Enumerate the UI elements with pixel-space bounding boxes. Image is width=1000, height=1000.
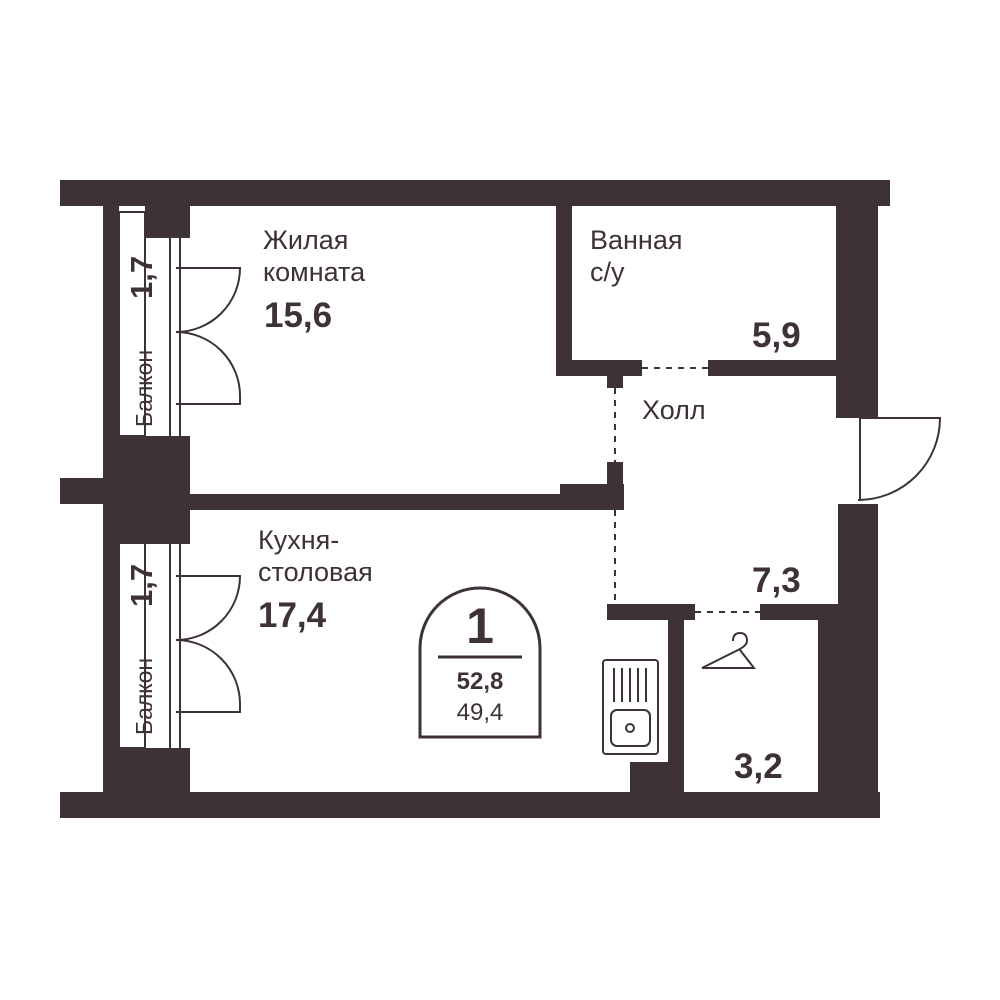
balcony-top: Балкон 1,7	[124, 256, 159, 427]
balcony-frame-bottom	[118, 521, 146, 749]
bath-area: 5,9	[752, 316, 801, 355]
wall-living-kitchen	[188, 494, 563, 510]
door-swing-icon	[175, 331, 241, 405]
bath-label-line1: Ванная	[590, 225, 682, 255]
balcony-frame-top	[118, 211, 146, 437]
kitchen-area: 17,4	[258, 596, 327, 635]
badge-rooms: 1	[466, 598, 494, 654]
hanger-icon	[701, 631, 757, 669]
badge-living-area: 49,4	[457, 699, 504, 726]
wall-bath-bottom-right	[708, 360, 860, 376]
wall-bottom	[60, 792, 880, 818]
balcony-bottom: Балкон 1,7	[124, 564, 159, 735]
hall-label: Холл	[642, 395, 706, 425]
wall-wardrobe-top-right	[760, 604, 822, 620]
wall-top	[60, 180, 890, 206]
balcony-bottom-area: 1,7	[124, 564, 159, 607]
balcony-top-name: Балкон	[131, 350, 157, 427]
balcony-frames	[118, 211, 181, 749]
wall-bath-left	[556, 196, 572, 374]
wall-right-middle	[838, 504, 878, 606]
walls	[60, 180, 890, 818]
wardrobe-area: 3,2	[734, 747, 783, 786]
room-hall: Холл 7,3	[642, 395, 801, 600]
kitchen-label-line1: Кухня-	[258, 525, 339, 555]
badge-total-area: 52,8	[457, 668, 504, 695]
door-swing-icon	[857, 417, 942, 501]
hall-area: 7,3	[752, 561, 801, 600]
living-label-line1: Жилая	[263, 225, 348, 255]
balcony-top-area: 1,7	[124, 256, 159, 299]
room-wardrobe: 3,2	[734, 747, 783, 786]
room-kitchen: Кухня- столовая 17,4	[258, 525, 373, 635]
sink-icon	[610, 668, 651, 747]
wall-left-outer-top	[103, 196, 119, 474]
openings	[614, 367, 760, 613]
wall-left-pier-bottom	[103, 748, 190, 798]
wall-partition-stub	[607, 462, 623, 510]
wall-left-outer-bottom	[103, 506, 119, 796]
door-swing-icon	[175, 639, 241, 713]
room-bath: Ванная с/у 5,9	[590, 225, 801, 355]
doors	[175, 267, 942, 713]
wall-right-top	[836, 196, 878, 418]
apartment-badge: 1 52,8 49,4	[418, 586, 542, 739]
wall-left-stub	[60, 478, 120, 504]
wall-right-bottom	[818, 604, 878, 804]
kitchen-fixtures	[602, 631, 757, 755]
bath-label-line2: с/у	[590, 257, 625, 287]
stove-icon	[602, 659, 659, 755]
wall-hall-post	[607, 370, 623, 388]
wall-left-pier-top	[145, 196, 190, 238]
door-swing-icon	[175, 267, 242, 333]
wall-kitchen-niche	[630, 762, 684, 802]
wall-bath-bottom-left	[556, 360, 642, 376]
kitchen-label-line2: столовая	[258, 557, 373, 587]
door-swing-icon	[175, 575, 242, 641]
room-living: Жилая комната 15,6	[263, 225, 366, 335]
living-area: 15,6	[264, 296, 332, 335]
balcony-bottom-name: Балкон	[131, 658, 157, 735]
living-label-line2: комната	[263, 257, 366, 287]
wall-wardrobe-left	[668, 604, 684, 804]
